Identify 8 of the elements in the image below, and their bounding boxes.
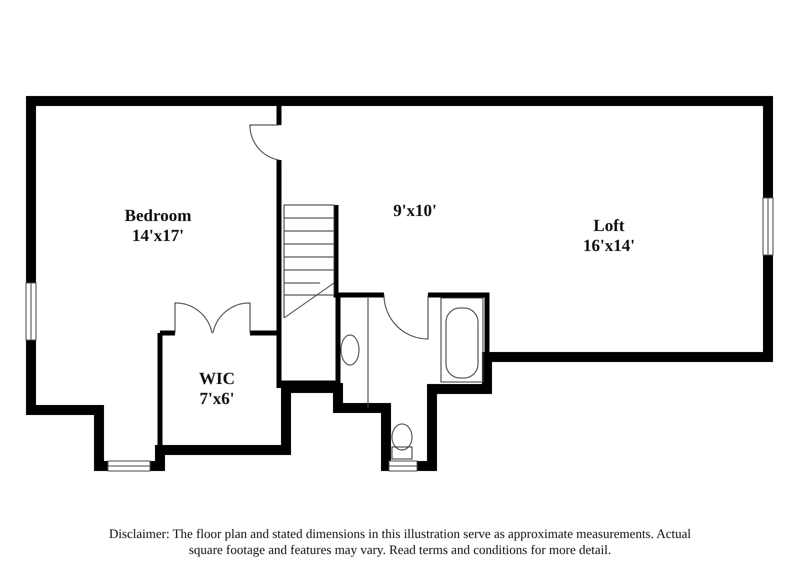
disclaimer-caption: Disclaimer: The floor plan and stated dimensions in this illustration serve as approximate measurements. Actual square footage and features may vary. Read terms and conditions for more detail. bbox=[108, 526, 692, 558]
room-dimension: 16'x14' bbox=[583, 236, 635, 256]
room-dimension: 9'x10' bbox=[393, 201, 437, 221]
room-name: WIC bbox=[199, 369, 235, 389]
room-dimension: 14'x17' bbox=[132, 226, 184, 246]
room-name: Bedroom bbox=[124, 206, 192, 226]
room-name: Loft bbox=[593, 216, 625, 236]
room-dimension: 7'x6' bbox=[200, 389, 234, 409]
